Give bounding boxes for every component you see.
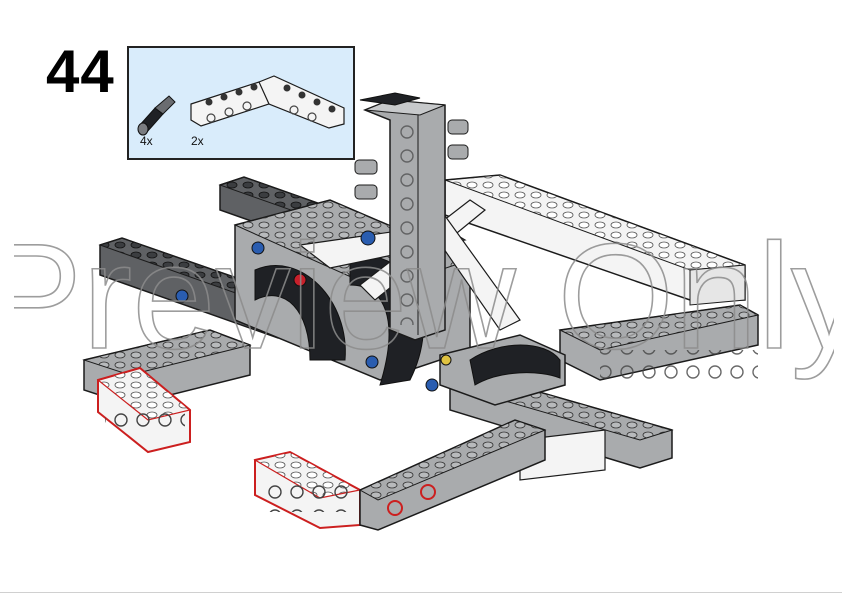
step-number: 44 [46,38,115,105]
page-bottom-rule [0,592,842,593]
pin-quantity: 4x [140,134,153,148]
technic-pin-icon [137,95,176,136]
parts-callout: 4x 2x [127,46,355,160]
preview-watermark: Preview Only [14,218,834,381]
right-white-frame [444,174,746,306]
angled-beam-icon [190,75,345,129]
colored-pins [175,230,452,392]
tower-pins [354,119,469,200]
front-lower-beam [253,419,547,531]
beam-quantity: 2x [191,134,204,148]
vertical-tower [359,92,446,341]
parts-callout-art [137,75,345,136]
right-gray-beam [558,304,760,381]
left-front-beam [82,329,252,454]
curved-black-base [439,334,566,406]
watermark-text: Preview Only [14,218,834,380]
